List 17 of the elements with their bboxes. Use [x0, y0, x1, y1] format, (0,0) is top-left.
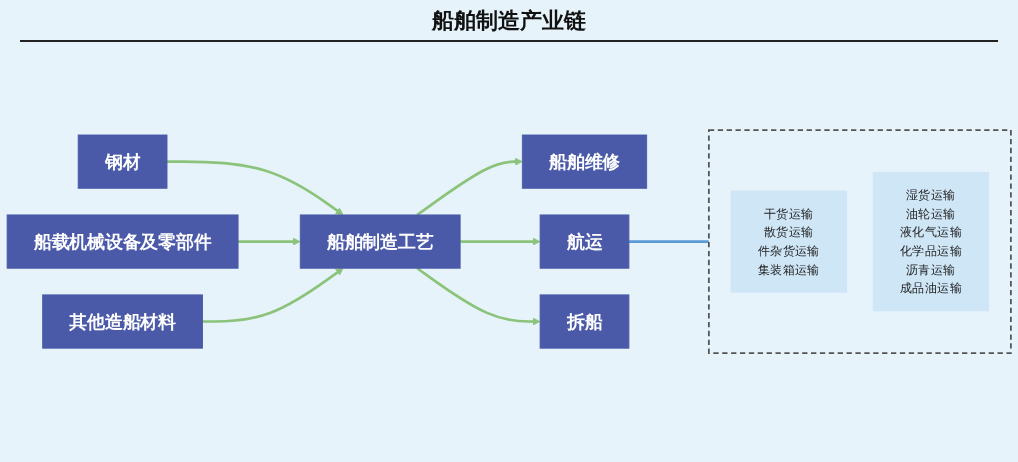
- node-box: 船舶维修: [521, 134, 648, 190]
- arrow: [167, 160, 344, 216]
- node-box: 其他造船材料: [42, 294, 203, 350]
- node-box: 船舶制造工艺: [299, 214, 461, 270]
- node-box: 钢材: [77, 134, 168, 190]
- arrow: [460, 238, 541, 246]
- arrow: [202, 268, 344, 324]
- arrow: [238, 238, 301, 246]
- arrow: [416, 158, 523, 217]
- arrow: [416, 267, 541, 326]
- node-box: 干货运输 散货运输 件杂货运输 集装箱运输: [730, 190, 847, 294]
- connector: [628, 240, 709, 244]
- node-box: 航运: [539, 214, 630, 270]
- node-box: 船载机械设备及零部件: [6, 214, 239, 270]
- node-box: 拆船: [539, 294, 630, 350]
- cluster: [707, 129, 1012, 355]
- diagram-title: 船舶制造产业链: [20, 0, 998, 42]
